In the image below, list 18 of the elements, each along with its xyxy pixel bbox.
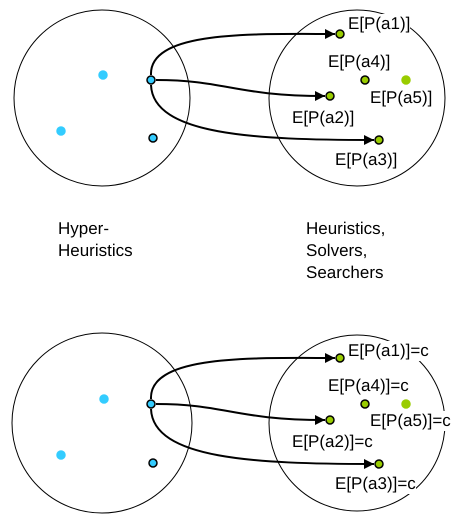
expectation-label: E[P(a2)]=c	[292, 432, 373, 452]
arrow	[150, 408, 374, 469]
expectation-label: E[P(a1)]=c	[348, 341, 429, 361]
arrow	[156, 79, 326, 101]
expectation-label: E[P(a3)]	[335, 150, 398, 170]
group-label: Hyper-Heuristics	[58, 218, 134, 262]
group-label: Heuristics, Solvers, Searchers	[306, 218, 386, 284]
expectation-label: E[P(a2)]	[292, 108, 354, 128]
arrow	[150, 84, 374, 145]
arrow	[156, 403, 326, 425]
arrow	[150, 28, 335, 76]
expectation-label: E[P(a3)]=c	[335, 474, 416, 494]
expectation-label: E[P(a4)]	[328, 52, 390, 72]
expectation-label: E[P(a1)]	[348, 14, 410, 34]
expectation-label: E[P(a4)]=c	[328, 376, 409, 396]
expectation-label: E[P(a5)]=c	[370, 411, 451, 431]
arrow	[150, 352, 335, 400]
expectation-label: E[P(a5)]	[370, 88, 432, 108]
